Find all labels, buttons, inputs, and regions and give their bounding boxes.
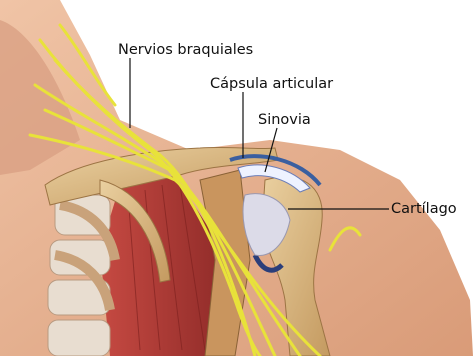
label-capsula-articular: Cápsula articular bbox=[210, 77, 333, 92]
label-nervios-braquiales: Nervios braquiales bbox=[118, 43, 253, 58]
label-cartilago: Cartílago bbox=[391, 202, 457, 217]
label-sinovia: Sinovia bbox=[258, 113, 311, 128]
